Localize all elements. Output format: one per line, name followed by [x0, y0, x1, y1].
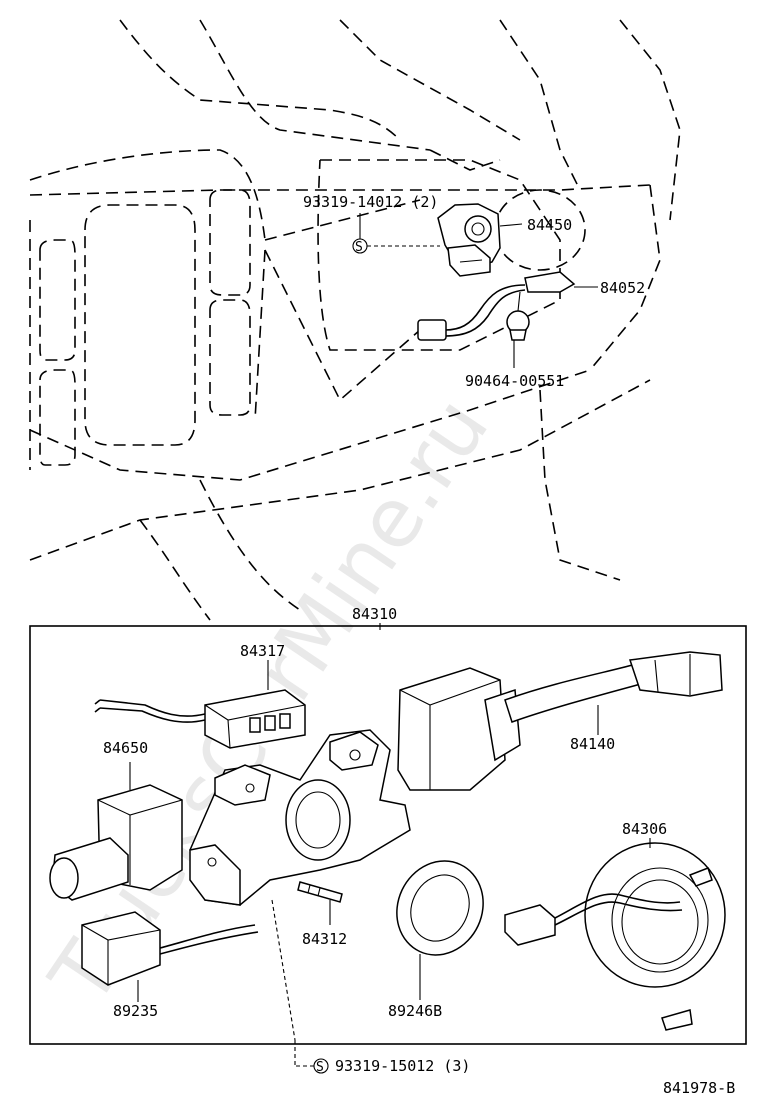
label-93319-15012: 93319-15012 (3): [335, 1057, 470, 1075]
key-illumination-wire-part-84052: [417, 271, 598, 368]
sensor-part-89235: [81, 911, 259, 1002]
label-84317: 84317: [240, 642, 285, 660]
label-84306: 84306: [622, 820, 667, 838]
screw-symbol-upper: S: [352, 213, 440, 255]
combination-switch-body-part-84310: [189, 729, 411, 906]
label-84650: 84650: [103, 739, 148, 757]
figure-id: 841978-B: [663, 1079, 735, 1097]
label-84052: 84052: [600, 279, 645, 297]
wiper-switch-part-84650: [49, 762, 183, 901]
label-90464-00551: 90464-00551: [465, 372, 564, 390]
label-89235: 89235: [113, 1002, 158, 1020]
label-84450: 84450: [527, 216, 572, 234]
label-84140: 84140: [570, 735, 615, 753]
standard-part-s-lower: S: [316, 1060, 324, 1075]
label-84312: 84312: [302, 930, 347, 948]
label-84310: 84310: [352, 605, 397, 623]
screw-symbol-lower: S: [296, 1058, 329, 1075]
label-93319-14012: 93319-14012 (2): [303, 193, 438, 211]
ring-part-89246b: [396, 860, 484, 1000]
ignition-switch-part-84450: [437, 189, 586, 277]
dash-leader-lower: [271, 899, 296, 1041]
relay-part-84317: [94, 660, 306, 749]
lighting-switch-part-84140: [397, 651, 723, 791]
label-89246b: 89246B: [388, 1002, 442, 1020]
standard-part-s-upper: S: [355, 240, 363, 255]
pin-part-84312: [297, 881, 343, 925]
spiral-cable-part-84306: [504, 838, 726, 1031]
assembly-box-84310: [29, 625, 747, 1045]
